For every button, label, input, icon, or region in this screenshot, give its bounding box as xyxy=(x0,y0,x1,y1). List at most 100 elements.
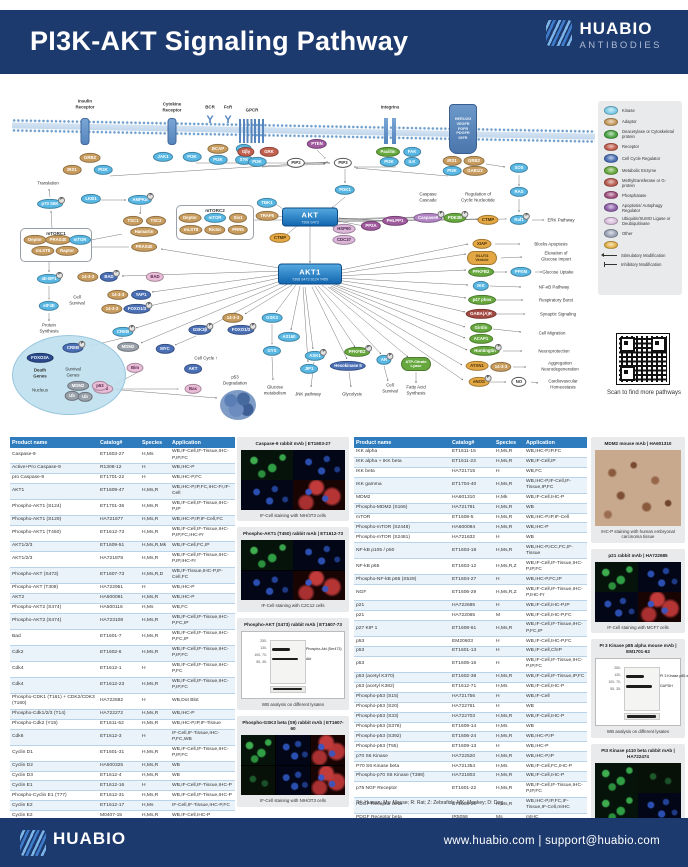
qr-eye xyxy=(620,366,635,381)
application-cell: WB,IF-Cell,IF-Tissue,IHC-P xyxy=(170,780,235,792)
species-cell: H xyxy=(494,741,524,753)
catalog-cell: HA721791 xyxy=(450,503,494,514)
pathway-node: TRAF6 xyxy=(255,210,279,222)
activation-edge xyxy=(160,248,293,271)
inhibition-edge xyxy=(338,217,387,222)
species-cell: H,Ms,R xyxy=(140,645,170,662)
figure-panel: Phospho-AKT1 (T450) rabbit mAb | ET1612-… xyxy=(237,527,349,612)
legend-item-label: Kinase xyxy=(622,107,635,113)
pathway-node: YAP1 xyxy=(131,289,151,301)
akt-box-title: AKT1 xyxy=(299,267,321,276)
pathway-node: PFKM xyxy=(510,266,532,278)
blot-band xyxy=(273,687,302,691)
application-cell: WB,IF-Cell,IHC-P,FC xyxy=(524,636,587,648)
legend-color-dot xyxy=(604,142,618,152)
product-name-cell: Phospho-AKT1 (T450) xyxy=(10,525,98,542)
image-quadrant xyxy=(638,793,681,823)
species-cell: H,Ms,R xyxy=(494,448,524,458)
huabio-stripes-icon xyxy=(20,830,46,856)
application-cell: WB,IF-Cell,IP xyxy=(524,457,587,468)
diagram-label: Elevation of Glucose Import xyxy=(541,250,571,262)
application-cell: WB,IF-Cell,ChIP xyxy=(524,646,587,657)
application-cell: WB,IF-Cell,IF-Tissue,IHC-P,IP,FC xyxy=(524,656,587,673)
product-name-cell: p53 xyxy=(354,646,450,657)
application-cell: WB,IHC-P,IP xyxy=(524,731,587,743)
application-cell: WB,IHC-P xyxy=(170,583,235,594)
pathway-node: MDM2 xyxy=(117,341,139,353)
phospho-badge: P xyxy=(147,192,155,200)
product-name-cell: P70 S6 Kinase beta xyxy=(354,761,450,773)
activation-edge xyxy=(48,188,51,198)
footer-website-link[interactable]: www.huabio.com | support@huabio.com xyxy=(443,835,660,847)
product-name-cell: mTOR xyxy=(354,513,450,524)
band-annotation: Akt xyxy=(306,656,312,661)
application-cell: WB,IF-Cell,IHC-P,FC xyxy=(524,610,587,622)
catalog-cell: HA722582 xyxy=(98,693,140,710)
pathway-node: Sin1 xyxy=(228,212,248,224)
catalog-cell: ET1605-20 xyxy=(450,797,494,815)
application-cell: WB,IF-Cell,IHC-P xyxy=(524,771,587,782)
column-header: Application xyxy=(524,437,587,448)
species-cell: H xyxy=(494,692,524,703)
inhibition-edge xyxy=(284,225,298,237)
phospho-badge: P xyxy=(437,210,445,218)
application-cell: WB,Dot Blot xyxy=(170,693,235,710)
pathway-node: Paxillin xyxy=(375,146,401,158)
product-name-cell: Phospho-AKT2 (S474) xyxy=(10,603,98,614)
pathway-node: 14-3-3 xyxy=(77,271,99,283)
pathway-node: HSP90 xyxy=(332,223,356,235)
activation-edge xyxy=(148,276,285,307)
application-cell: WB xyxy=(170,771,235,782)
complex-box: mTORC2 xyxy=(176,205,254,240)
pathway-node: ACAP1 xyxy=(469,333,493,345)
diagram-label: Regulation of Cyclic Nucleotide xyxy=(461,191,495,203)
species-cell: H,Ms,R,Z xyxy=(494,584,524,602)
catalog-cell: ET1611-52 xyxy=(98,719,140,730)
akt-box-title: AKT xyxy=(301,210,319,219)
header-bar: PI3K-AKT Signaling Pathway HUABIO ANTIBO… xyxy=(0,10,688,74)
image-quadrant xyxy=(241,765,276,796)
product-name-cell: p21 xyxy=(354,610,450,622)
pathway-node: JIP1 xyxy=(300,363,318,375)
application-cell: WB,IHC-P,IP,IF-Cell xyxy=(524,513,587,524)
catalog-cell: HA722685 xyxy=(450,600,494,612)
activation-edge xyxy=(121,270,285,277)
product-name-cell: p21 xyxy=(354,600,450,612)
catalog-cell: R1308-12 xyxy=(98,463,140,474)
legend-modifier-label: Stimulatory Modification xyxy=(621,253,666,259)
catalog-cell: ET1601-31 xyxy=(98,745,140,762)
product-name-cell: Cyclin D2 xyxy=(10,761,98,772)
activation-edge xyxy=(140,281,286,344)
diagram-label: BCR xyxy=(205,104,215,110)
legend-color-dot xyxy=(604,117,618,127)
activation-edge xyxy=(489,285,522,288)
product-name-cell: Phospho-AKT (S473) xyxy=(10,567,98,584)
diagram-label: Aggregation Neurodegeneration xyxy=(541,360,579,372)
catalog-cell: ET1701-22 xyxy=(98,473,140,484)
legend-color-dot xyxy=(604,130,618,139)
application-cell: WB xyxy=(170,761,235,772)
diagram-label: Survival Genes xyxy=(65,366,81,378)
activation-edge xyxy=(331,196,346,209)
catalog-cell: HA722520 xyxy=(450,751,494,763)
diagram-label: Death Genes xyxy=(33,367,47,379)
pathway-node: mTOR xyxy=(204,212,226,224)
product-name-cell: Phospho-AKT (T308) xyxy=(10,583,98,594)
diagram-label: Cell Survival xyxy=(382,382,398,394)
complex-box-label: mTORC2 xyxy=(205,207,225,213)
species-cell: H,Ms xyxy=(494,761,524,773)
product-name-cell: p27 KIP 1 xyxy=(354,620,450,638)
figure-title: Phospho-GSK3 beta (S9) rabbit mAb | ET16… xyxy=(242,720,344,732)
pathway-node: Deptor xyxy=(178,212,202,224)
activation-edge xyxy=(304,286,314,350)
pathway-node: CTMP xyxy=(477,214,499,226)
species-cell: H,Mk xyxy=(494,493,524,504)
